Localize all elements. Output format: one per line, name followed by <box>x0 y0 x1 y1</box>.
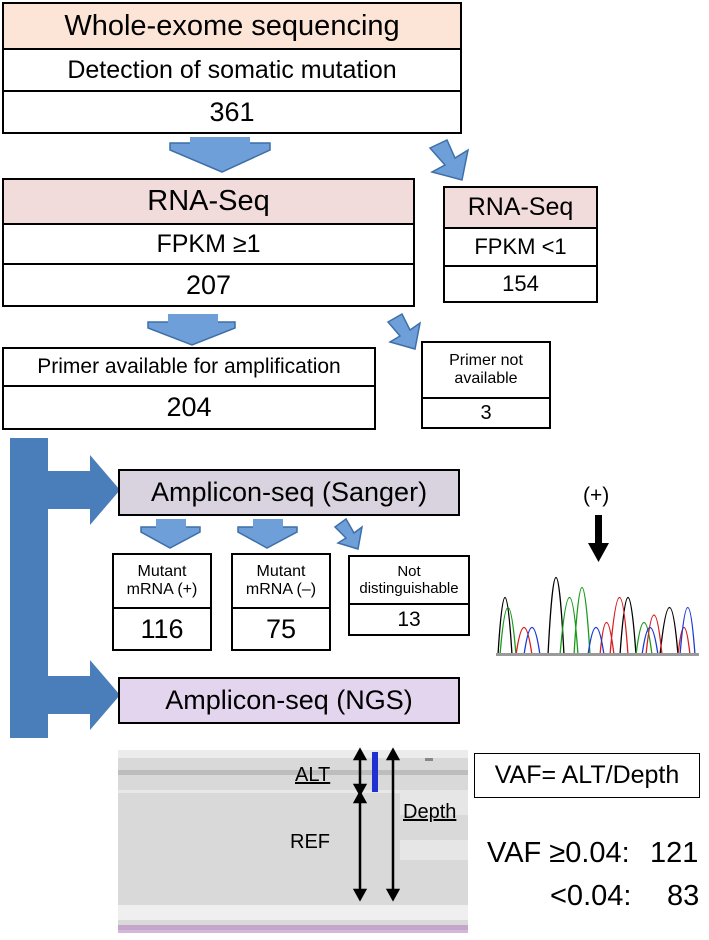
mutant-pos-title-box: Mutant mRNA (+) <box>112 553 212 609</box>
rnaseq-main-count-box: 207 <box>2 263 415 307</box>
sanger-title: Amplicon-seq (Sanger) <box>150 477 428 507</box>
primer-not-available-count: 3 <box>480 401 492 424</box>
diagonal-arrow-icon <box>386 312 422 350</box>
down-arrow-icon <box>253 519 283 532</box>
not-distinguishable-count-box: 13 <box>348 603 470 636</box>
rnaseq-main-criterion: FPKM ≥1 <box>156 229 261 258</box>
chromatogram-baseline <box>496 653 699 656</box>
wes-subtitle-box: Detection of somatic mutation <box>2 48 462 92</box>
ref-label: REF <box>290 831 330 853</box>
mutant-pos-line1: Mutant <box>137 562 187 580</box>
not-distinguishable-line2: distinguishable <box>359 580 459 597</box>
down-arrow-icon <box>169 142 271 173</box>
depth-arrows <box>352 747 401 902</box>
alt-bar <box>372 752 378 792</box>
chromatogram-marker-label: (+) <box>583 484 610 507</box>
down-arrow-icon <box>140 526 201 549</box>
alt-label: ALT <box>295 764 331 786</box>
rnaseq-side-count-box: 154 <box>443 265 598 303</box>
rnaseq-main-criterion-box: FPKM ≥1 <box>2 223 415 265</box>
down-arrow-icon <box>156 519 186 532</box>
vaf-low-label: <0.04: <box>550 880 632 912</box>
primer-not-available-line1: Primer not <box>449 351 523 369</box>
wes-count-box: 361 <box>2 90 462 134</box>
big-bracket-arrow-icon <box>10 438 120 738</box>
mutant-neg-count: 75 <box>265 613 297 644</box>
vaf-high-label: VAF ≥0.04: <box>487 837 630 869</box>
primer-available-count-box: 204 <box>2 385 376 430</box>
rnaseq-side-criterion-box: FPKM <1 <box>443 227 598 267</box>
rnaseq-side-title-box: RNA-Seq <box>443 186 598 229</box>
rnaseq-main-count: 207 <box>185 269 232 300</box>
primer-available-count: 204 <box>166 392 212 422</box>
mutant-pos-count-box: 116 <box>112 607 212 651</box>
rnaseq-side-title: RNA-Seq <box>467 193 574 221</box>
wes-subtitle: Detection of somatic mutation <box>67 55 397 84</box>
rnaseq-side-count: 154 <box>502 271 539 296</box>
not-distinguishable-title-box: Not distinguishable <box>348 555 470 605</box>
diagonal-arrow-icon <box>428 138 470 181</box>
mutant-pos-line2: mRNA (+) <box>126 581 198 598</box>
primer-not-available-title-box: Primer not available <box>421 341 551 399</box>
depth-label: Depth <box>403 801 457 823</box>
mutant-neg-line2: mRNA (–) <box>245 581 317 598</box>
primer-not-available-line2: available <box>454 370 518 387</box>
mutant-neg-count-box: 75 <box>231 607 331 651</box>
rnaseq-main-title: RNA-Seq <box>147 185 270 217</box>
sanger-title-box: Amplicon-seq (Sanger) <box>118 469 460 516</box>
ngs-title: Amplicon-seq (NGS) <box>165 685 413 715</box>
vaf-formula: VAF= ALT/Depth <box>494 761 680 789</box>
rnaseq-main-title-box: RNA-Seq <box>2 178 415 225</box>
ngs-title-box: Amplicon-seq (NGS) <box>118 677 460 724</box>
vaf-low-count: 83 <box>667 880 700 912</box>
not-distinguishable-line1: Not <box>397 562 421 580</box>
mutant-pos-count: 116 <box>140 613 184 644</box>
primer-not-available-count-box: 3 <box>421 397 551 429</box>
diagonal-arrow-icon <box>333 517 364 550</box>
down-arrow-icon <box>168 314 218 328</box>
rnaseq-side-criterion: FPKM <1 <box>474 234 567 259</box>
down-arrow-icon <box>237 526 298 549</box>
chromatogram-trace <box>497 577 696 656</box>
wes-title-box: Whole-exome sequencing <box>2 2 462 50</box>
read-pileup-image <box>118 750 468 933</box>
mutant-neg-title-box: Mutant mRNA (–) <box>231 553 331 609</box>
mutation-marker-arrow-icon <box>588 515 609 562</box>
mutant-neg-line1: Mutant <box>256 562 306 580</box>
primer-available-title: Primer available for amplification <box>37 355 341 378</box>
down-arrow-icon <box>190 137 250 150</box>
vaf-high-count: 121 <box>650 837 699 869</box>
wes-count: 361 <box>209 96 255 127</box>
primer-available-title-box: Primer available for amplification <box>2 347 376 387</box>
vaf-formula-box: VAF= ALT/Depth <box>474 753 700 798</box>
not-distinguishable-count: 13 <box>397 607 421 631</box>
wes-title: Whole-exome sequencing <box>64 9 400 42</box>
